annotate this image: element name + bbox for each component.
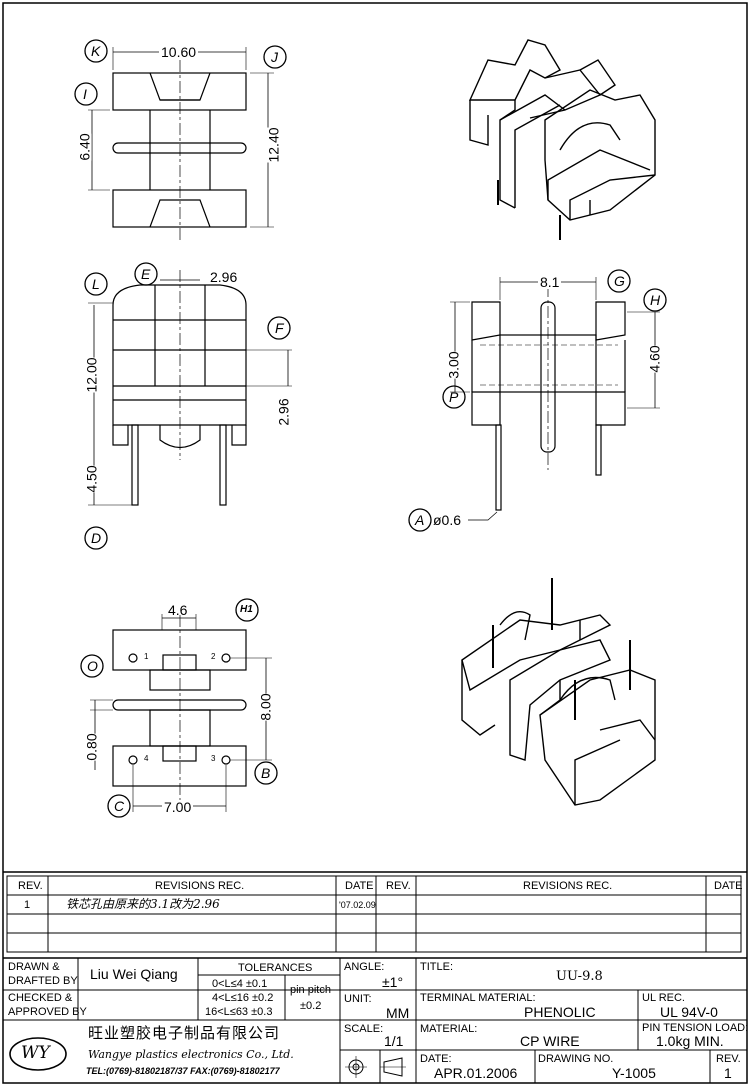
- callout-h1: H1: [240, 604, 253, 615]
- dim-side-height: 12.00: [83, 357, 100, 393]
- tolerance-1: 0<L≤4 ±0.1: [212, 978, 268, 990]
- title-label: TITLE:: [420, 961, 454, 973]
- dim-front-right: 4.60: [646, 345, 663, 373]
- callout-j: J: [271, 49, 278, 65]
- rev-header-left: REV.: [18, 880, 43, 892]
- dim-bottom-gap: 0.80: [83, 733, 100, 761]
- scale-value: 1/1: [384, 1033, 404, 1049]
- callout-i: I: [83, 86, 87, 102]
- unit-value: MM: [386, 1005, 410, 1021]
- dim-top-height: 12.40: [265, 127, 282, 163]
- material-value: CP WIRE: [520, 1033, 580, 1049]
- dim-pin-dia: ø0.6: [433, 512, 462, 528]
- pin-label-4: 4: [144, 754, 149, 763]
- callout-h: H: [650, 292, 661, 308]
- tolerance-3: 16<L≤63 ±0.3: [205, 1006, 273, 1018]
- pin-tension-label: PIN TENSION LOAD:: [642, 1022, 749, 1034]
- rev-label: REV.: [716, 1053, 741, 1065]
- dim-top-gap: 6.40: [76, 133, 93, 161]
- callout-o: O: [87, 658, 98, 674]
- rec-header-right: REVISIONS REC.: [523, 880, 613, 892]
- checked-label: CHECKED &: [8, 992, 73, 1004]
- rec-header-left: REVISIONS REC.: [155, 880, 245, 892]
- revision-row-date: '07.02.09: [339, 900, 376, 910]
- callout-l: L: [92, 276, 100, 292]
- scale-label: SCALE:: [344, 1023, 384, 1035]
- pin-tension-value: 1.0kg MIN.: [656, 1033, 724, 1049]
- callout-c: C: [114, 798, 125, 814]
- tolerances-label: TOLERANCES: [238, 962, 313, 974]
- date-value: APR.01.2006: [434, 1065, 518, 1081]
- pin-label-1: 1: [144, 652, 149, 661]
- pin-pitch-label: pin pitch: [290, 984, 331, 996]
- angle-value: ±1°: [382, 974, 404, 990]
- dim-side-pin: 4.50: [83, 465, 100, 493]
- pin-label-2: 2: [211, 652, 216, 661]
- company-logo: [9, 1037, 67, 1071]
- drawn-by: Liu Wei Qiang: [90, 966, 178, 982]
- title-value: UU-9.8: [556, 969, 603, 984]
- revision-row-rec: 铁芯孔由原来的3.1改为2.96: [66, 897, 220, 911]
- company-tel-fax: TEL:(0769)-81802187/37 FAX:(0769)-818021…: [86, 1066, 280, 1076]
- date-header-right: DATE: [714, 880, 743, 892]
- drafted-label: DRAFTED BY: [8, 975, 78, 987]
- dim-top-width: 10.60: [159, 44, 199, 60]
- dim-side-hole: 2.96: [210, 269, 238, 285]
- drawing-no-value: Y-1005: [612, 1065, 656, 1081]
- dim-bottom-height: 8.00: [257, 693, 274, 721]
- dim-front-width: 8.1: [538, 274, 562, 290]
- angle-label: ANGLE:: [344, 961, 385, 973]
- approved-label: APPROVED BY: [8, 1006, 87, 1018]
- callout-g: G: [614, 273, 625, 289]
- unit-label: UNIT:: [344, 993, 372, 1005]
- rev-header-right: REV.: [386, 880, 411, 892]
- dim-side-offset: 2.96: [275, 398, 292, 426]
- company-logo-text: WY: [21, 1043, 50, 1063]
- material-label: MATERIAL:: [420, 1023, 478, 1035]
- title-block-lines: [3, 871, 747, 1083]
- callout-e: E: [141, 266, 151, 282]
- isometric-view-bottom: [461, 578, 656, 806]
- ul-value: UL 94V-0: [660, 1004, 718, 1020]
- callout-f: F: [275, 320, 284, 336]
- date-label: DATE:: [420, 1053, 452, 1065]
- callout-circles: [74, 39, 667, 818]
- terminal-label: TERMINAL MATERIAL:: [420, 992, 536, 1004]
- callout-p: P: [449, 389, 459, 405]
- front-view: [450, 277, 660, 521]
- rev-value: 1: [724, 1065, 732, 1081]
- dim-front-left: 3.00: [445, 351, 462, 379]
- drawing-no-label: DRAWING NO.: [538, 1053, 614, 1065]
- company-name-cn: 旺业塑胶电子制品有限公司: [88, 1024, 281, 1042]
- ul-label: UL REC.: [642, 992, 685, 1004]
- top-view: [88, 47, 274, 240]
- company-name-en: Wangye plastics electronics Co., Ltd.: [88, 1048, 294, 1061]
- drawn-label: DRAWN &: [8, 961, 60, 973]
- terminal-value: PHENOLIC: [524, 1004, 596, 1020]
- tolerance-2: 4<L≤16 ±0.2: [212, 992, 274, 1004]
- dim-bottom-width: 4.6: [168, 602, 188, 618]
- revision-row-rev: 1: [24, 899, 31, 911]
- callout-k: K: [91, 43, 101, 59]
- pin-pitch-value: ±0.2: [300, 1000, 322, 1012]
- isometric-view-top: [468, 39, 656, 240]
- callout-a: A: [415, 512, 425, 528]
- dim-bottom-pitch: 7.00: [162, 799, 194, 815]
- date-header-left: DATE: [345, 880, 374, 892]
- side-view: [88, 270, 292, 506]
- callout-d: D: [91, 530, 102, 546]
- pin-label-3: 3: [211, 754, 216, 763]
- bottom-view: [90, 614, 272, 812]
- callout-b: B: [261, 765, 271, 781]
